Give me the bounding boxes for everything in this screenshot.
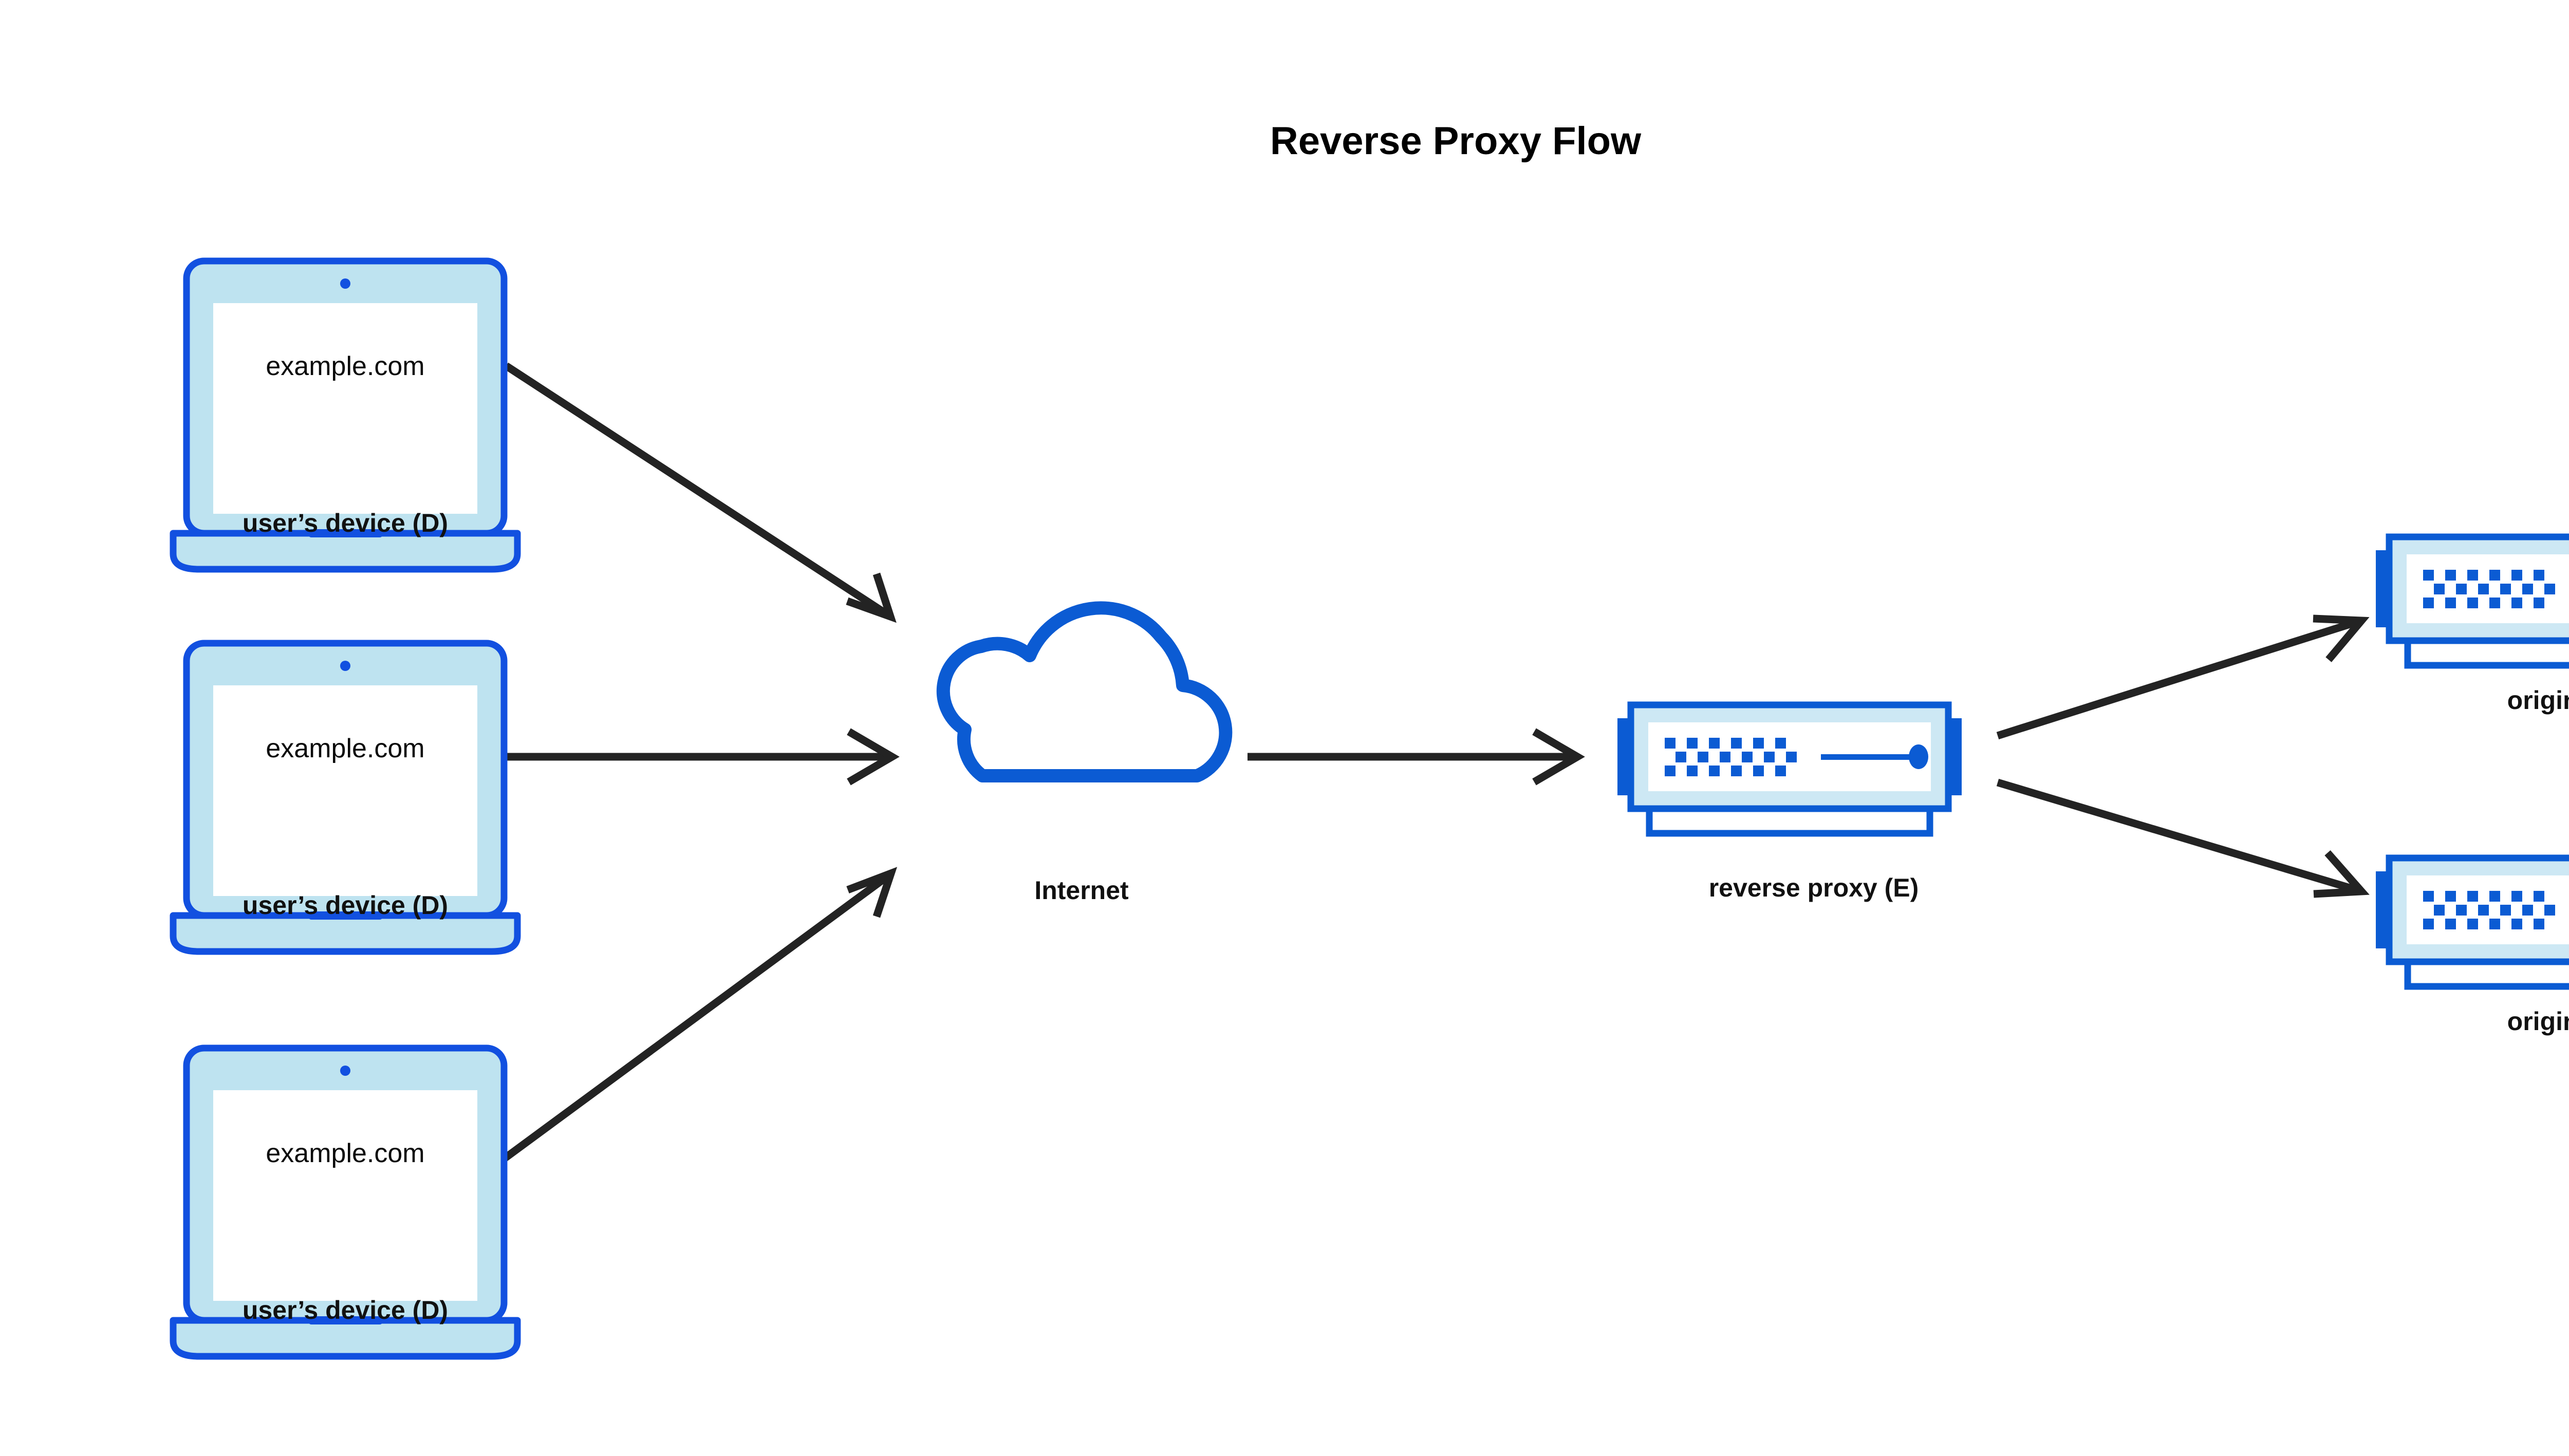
node-client-middle[interactable]: example.com user’s device (D) bbox=[173, 643, 517, 951]
edge-internet-proxy bbox=[1248, 728, 1585, 786]
client-middle-label: user’s device (D) bbox=[243, 891, 448, 920]
internet-label: Internet bbox=[1034, 876, 1129, 905]
server-icon bbox=[2376, 858, 2569, 986]
client-bottom-label: user’s device (D) bbox=[243, 1296, 448, 1324]
node-reverse-proxy[interactable]: reverse proxy (E) bbox=[1617, 705, 1962, 902]
edge-client-top-internet bbox=[504, 362, 897, 623]
node-origin-bottom[interactable]: origin server (F) bbox=[2376, 858, 2569, 1036]
node-origin-top[interactable]: origin server (F) bbox=[2376, 537, 2569, 715]
reverse-proxy-label: reverse proxy (E) bbox=[1709, 873, 1919, 902]
node-client-top[interactable]: example.com user’s device (D) bbox=[173, 261, 517, 569]
edge-proxy-origin-top bbox=[1996, 614, 2370, 740]
client-top-screen-text: example.com bbox=[266, 351, 424, 381]
cloud-icon bbox=[943, 608, 1226, 776]
node-client-bottom[interactable]: example.com user’s device (D) bbox=[173, 1048, 517, 1356]
edge-client-bottom-internet bbox=[493, 867, 898, 1169]
origin-bottom-label: origin server (F) bbox=[2507, 1007, 2569, 1036]
client-bottom-screen-text: example.com bbox=[266, 1138, 424, 1168]
edge-client-middle-internet bbox=[506, 728, 900, 786]
edge-proxy-origin-bottom bbox=[1996, 778, 2370, 898]
node-internet[interactable]: Internet bbox=[943, 608, 1226, 905]
server-icon bbox=[2376, 537, 2569, 665]
origin-top-label: origin server (F) bbox=[2507, 686, 2569, 715]
edge-layer bbox=[493, 362, 2370, 1169]
client-middle-screen-text: example.com bbox=[266, 734, 424, 763]
client-top-label: user’s device (D) bbox=[243, 509, 448, 537]
server-icon bbox=[1617, 705, 1962, 833]
page-title: Reverse Proxy Flow bbox=[1270, 119, 1642, 163]
